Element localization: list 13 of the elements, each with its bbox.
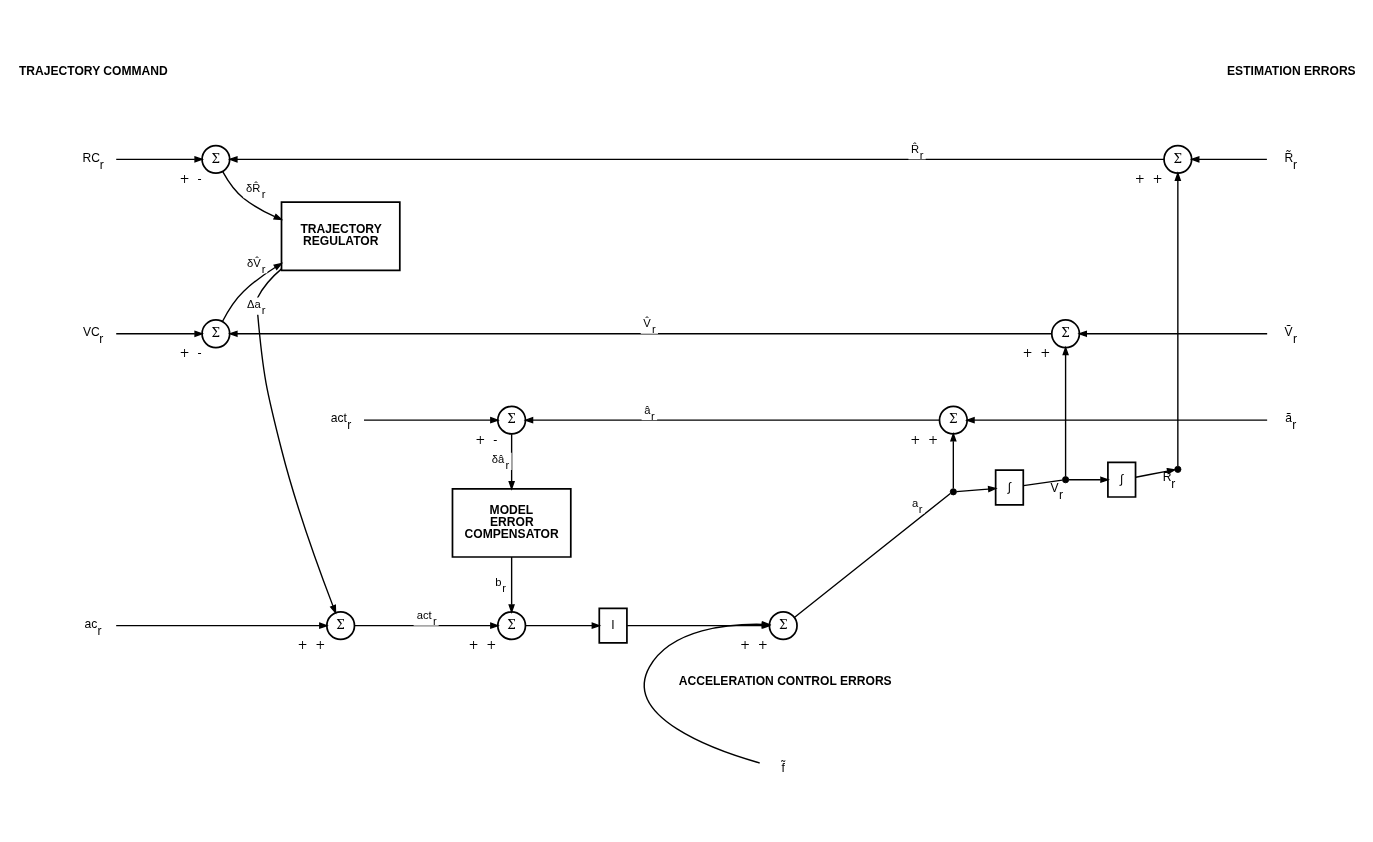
node-label: + - <box>179 346 202 361</box>
node-label: + + <box>1134 171 1163 186</box>
label: ACCELERATION CONTROL ERRORS <box>678 673 892 688</box>
node-label: + + <box>1022 346 1051 361</box>
node-label: + + <box>468 638 497 653</box>
node-label: + + <box>297 638 326 653</box>
node-label: + + <box>740 638 768 653</box>
label: ESTIMATION ERRORS <box>1227 64 1356 79</box>
label: TRAJECTORY COMMAND <box>18 64 168 79</box>
node-label: + + <box>910 432 939 447</box>
node-label: + - <box>475 432 498 447</box>
node-text: f̃ <box>781 761 785 776</box>
node-label: + - <box>179 171 202 186</box>
